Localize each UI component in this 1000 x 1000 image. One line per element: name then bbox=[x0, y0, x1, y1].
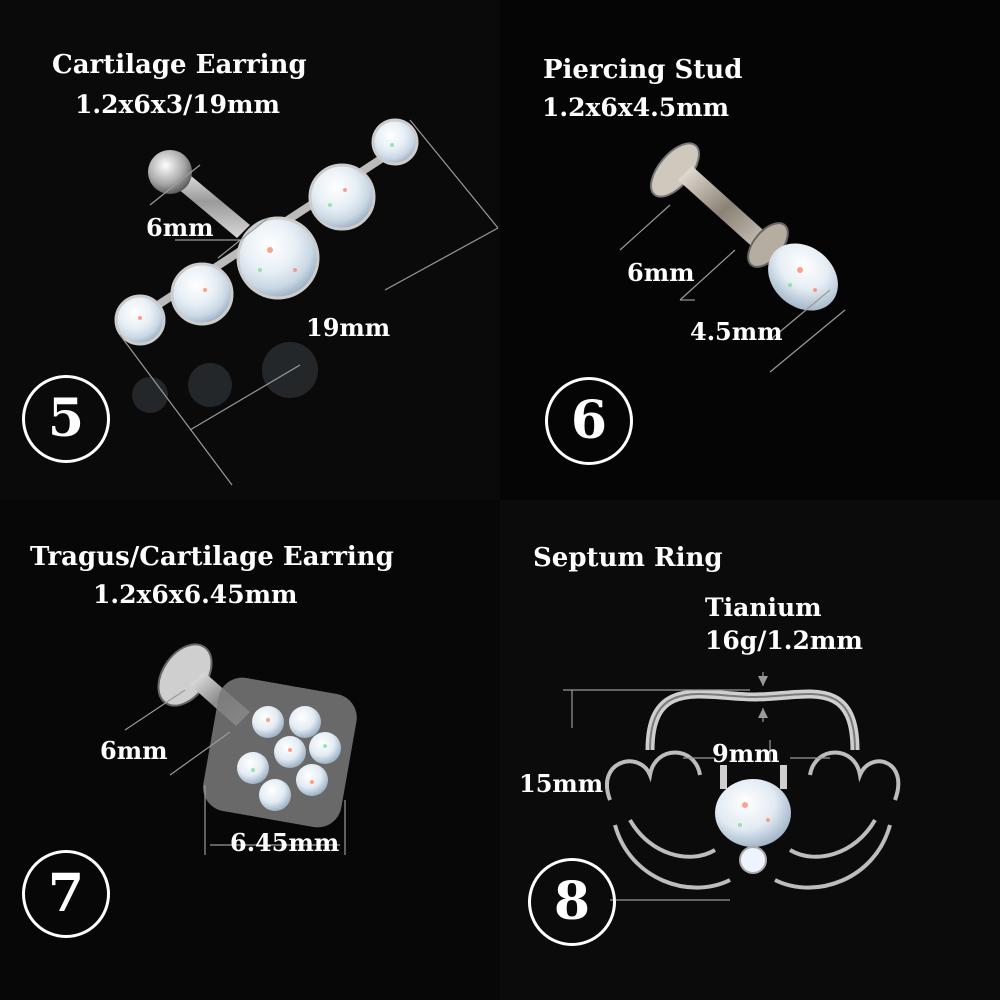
product-gauge: 16g/1.2mm bbox=[705, 626, 863, 655]
product-spec: 1.2x6x4.5mm bbox=[542, 93, 730, 122]
dimension-label-height: 15mm bbox=[519, 769, 604, 798]
cartilage-earring-image bbox=[114, 118, 499, 486]
tragus-earring-image bbox=[124, 643, 357, 855]
piercing-stud-image bbox=[619, 142, 846, 373]
product-title: Septum Ring bbox=[533, 543, 723, 573]
product-number-badge: 5 bbox=[22, 375, 110, 463]
product-panel-7: Tragus/Cartilage Earring 1.2x6x6.45mm 6m… bbox=[0, 500, 500, 1000]
septum-ring-image bbox=[563, 672, 901, 901]
product-title: Tragus/Cartilage Earring bbox=[30, 542, 394, 572]
product-title: Piercing Stud bbox=[543, 55, 743, 85]
product-panel-6: Piercing Stud 1.2x6x4.5mm 6mm 4.5mm 6 bbox=[500, 0, 1000, 500]
product-spec: 1.2x6x3/19mm bbox=[75, 90, 280, 119]
dimension-label-bar: 6mm bbox=[627, 258, 695, 287]
product-spec: 1.2x6x6.45mm bbox=[93, 580, 298, 609]
product-number-badge: 7 bbox=[22, 850, 110, 938]
dimension-label-length: 19mm bbox=[306, 313, 391, 342]
dimension-label-bar: 6mm bbox=[146, 213, 214, 242]
dimension-label-length: 6.45mm bbox=[230, 828, 340, 857]
product-number-badge: 8 bbox=[528, 858, 616, 946]
product-panel-8: Septum Ring Tianium 16g/1.2mm 15mm 9mm 8 bbox=[500, 500, 1000, 1000]
dimension-label-inner: 9mm bbox=[712, 739, 780, 768]
dimension-label-bar: 6mm bbox=[100, 736, 168, 765]
product-number-badge: 6 bbox=[545, 377, 633, 465]
product-title: Cartilage Earring bbox=[52, 50, 307, 80]
product-panel-5: Cartilage Earring 1.2x6x3/19mm 6mm 19mm … bbox=[0, 0, 500, 500]
dimension-label-length: 4.5mm bbox=[690, 317, 783, 346]
product-material: Tianium bbox=[705, 593, 822, 622]
